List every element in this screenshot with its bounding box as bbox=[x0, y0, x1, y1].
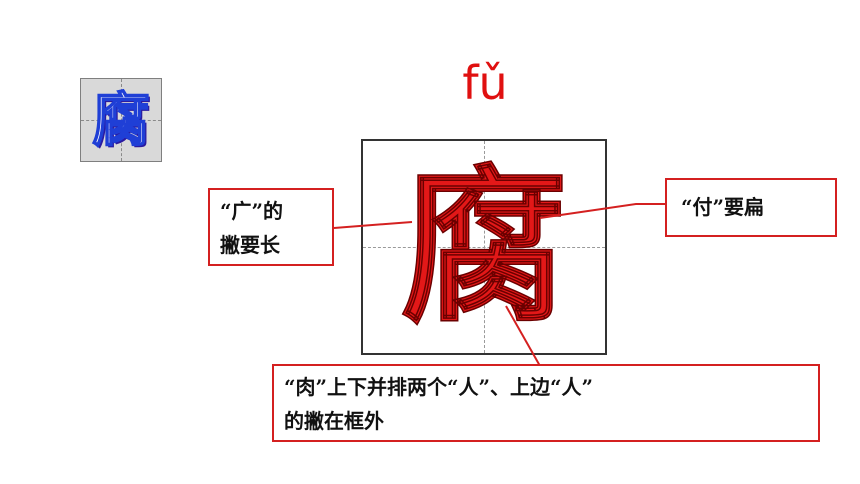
small-character-card: 腐 bbox=[80, 78, 162, 162]
note-bottom-line1: “肉”上下并排两个“人”、上边“人” bbox=[284, 375, 594, 399]
note-fu-flat: “付”要扁 bbox=[665, 178, 837, 237]
note-right-text: “付”要扁 bbox=[681, 195, 765, 219]
note-rou-strokes: “肉”上下并排两个“人”、上边“人” 的撇在框外 bbox=[272, 364, 820, 442]
pinyin-label: fǔ bbox=[462, 56, 508, 110]
note-bottom-line2: 的撇在框外 bbox=[284, 409, 384, 433]
note-guang-stroke: “广”的 撇要长 bbox=[208, 188, 334, 266]
large-character: 腐 bbox=[399, 148, 569, 346]
small-grid-horizontal-line bbox=[81, 120, 161, 121]
note-left-line1: “广”的 bbox=[220, 199, 284, 223]
grid-horizontal-line bbox=[363, 247, 605, 248]
character-grid-box: 腐 bbox=[361, 139, 607, 355]
note-left-line2: 撇要长 bbox=[220, 233, 280, 257]
small-character: 腐 bbox=[91, 86, 151, 154]
